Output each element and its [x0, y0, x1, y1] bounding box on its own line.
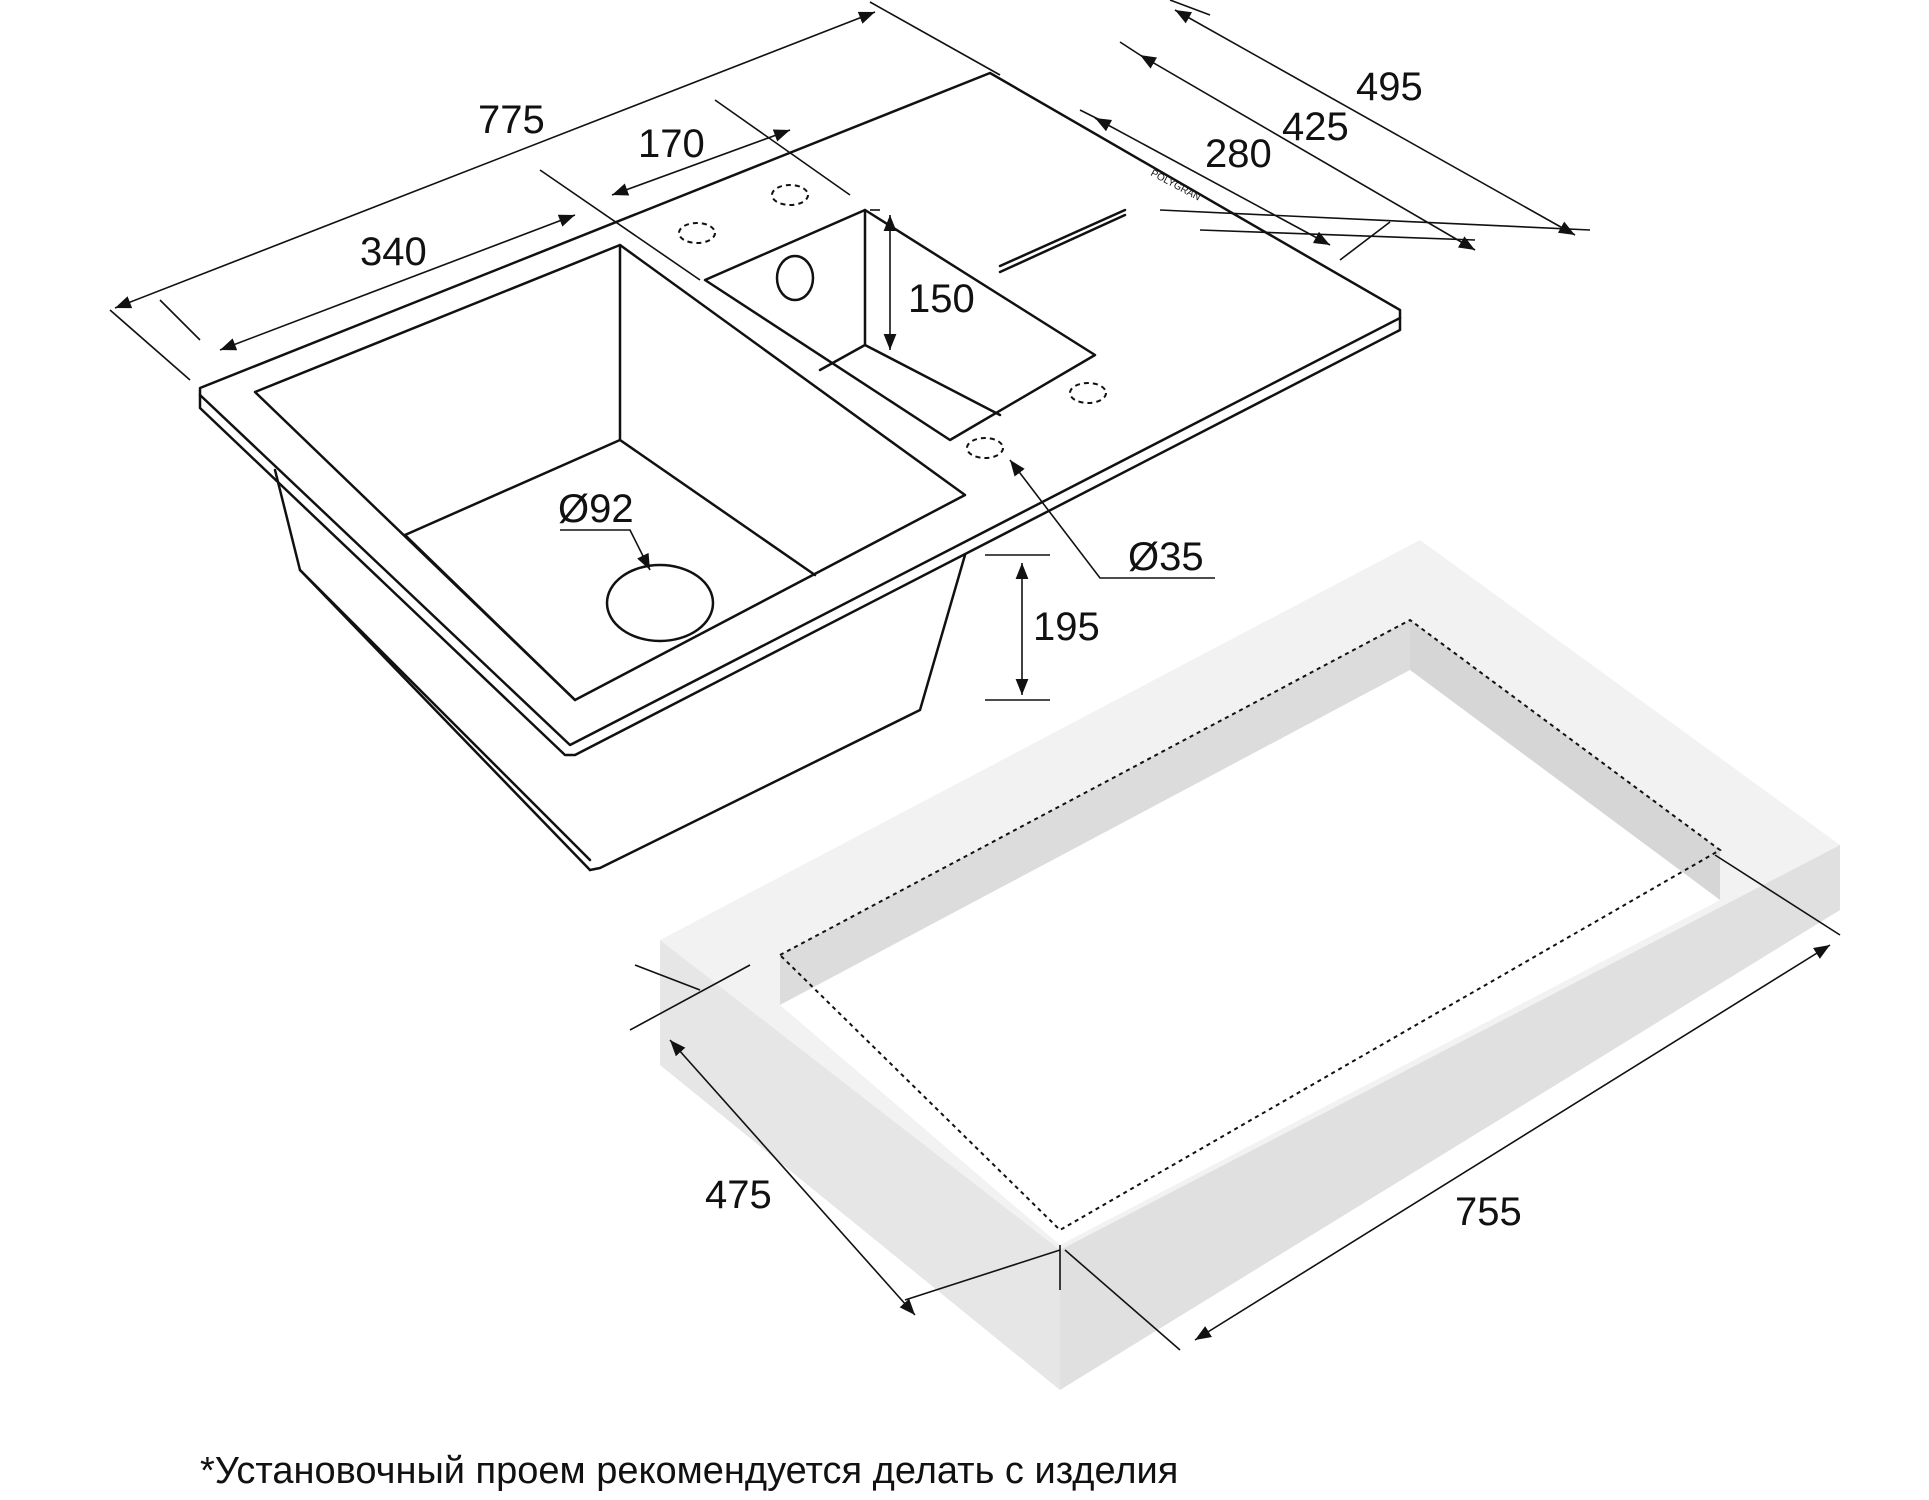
label-755: 755 — [1455, 1190, 1522, 1234]
sink-body-front — [588, 553, 967, 872]
label-425: 425 — [1282, 105, 1349, 149]
small-bowl-drain — [775, 254, 815, 302]
label-170: 170 — [638, 122, 705, 166]
label-195: 195 — [1033, 605, 1100, 649]
label-diameter-35: Ø35 — [1128, 535, 1204, 579]
main-bowl-floor-edge — [403, 533, 577, 702]
label-150: 150 — [908, 277, 975, 321]
label-280: 280 — [1205, 132, 1272, 176]
label-475: 475 — [705, 1173, 772, 1217]
dim-line-495 — [1174, 9, 1576, 236]
sink-deck-front-edge — [198, 316, 1402, 747]
tap-hole-icon — [966, 437, 1004, 459]
brand-mark: POLYGRAN — [1149, 168, 1203, 203]
sink-deck-outline — [198, 71, 1402, 757]
dim-line-340 — [219, 214, 576, 351]
installation-footnote: *Установочный проем рекомендуется делать… — [200, 1450, 1179, 1492]
dim-line-170 — [611, 129, 791, 196]
dim-line-280 — [1094, 117, 1331, 246]
tap-hole-icon — [771, 184, 809, 206]
label-diameter-92: Ø92 — [558, 487, 634, 531]
label-775: 775 — [478, 98, 545, 142]
small-bowl-rim — [703, 208, 1097, 442]
dim-line-775 — [114, 11, 876, 309]
dimension-lines — [109, 0, 1841, 1351]
cutout-back-wall — [780, 620, 1410, 1005]
cutout-dotted-outline — [778, 618, 1722, 1232]
drainboard-rib — [998, 213, 1127, 274]
sink-body-bottom — [298, 568, 592, 862]
leader-35 — [1009, 459, 1215, 579]
dimension-labels: 775 340 170 495 425 280 150 195 Ø92 Ø35 … — [360, 65, 1522, 1234]
tap-hole-icon — [1069, 382, 1107, 404]
tap-hole-icon — [678, 222, 716, 244]
dim-line-475 — [669, 1039, 916, 1316]
label-340: 340 — [360, 230, 427, 274]
dim-line-755 — [1194, 944, 1831, 1341]
cutout-left-wall — [1410, 620, 1720, 900]
leader-92 — [560, 529, 651, 571]
countertop-cutout — [660, 540, 1840, 1390]
main-drain — [605, 563, 715, 643]
drainboard-rib-2 — [998, 208, 1127, 268]
label-495: 495 — [1356, 65, 1423, 109]
